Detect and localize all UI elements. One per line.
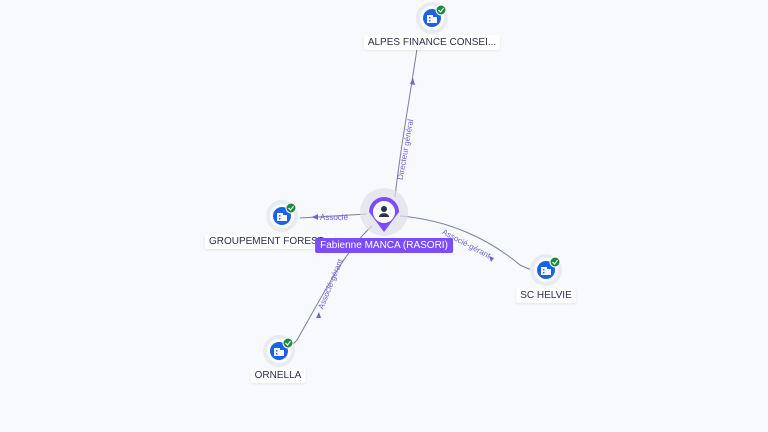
center-person-node[interactable] <box>360 188 408 236</box>
edge-label-associe-gerant-ornella: Associé-gérant <box>317 257 346 311</box>
company-label-groupement[interactable]: GROUPEMENT FOREST... <box>204 234 336 249</box>
verified-check-icon <box>435 4 447 16</box>
building-icon <box>541 267 551 275</box>
center-person-label[interactable]: Fabienne MANCA (RASORI) <box>315 238 453 253</box>
company-label-ornella[interactable]: ORNELLA <box>250 368 306 383</box>
building-icon <box>277 213 287 221</box>
person-icon <box>379 206 389 217</box>
verified-check-icon <box>282 337 294 349</box>
edge-label-associe: Associé <box>320 213 349 222</box>
edge-label-directeur-general: Directeur général <box>396 118 416 180</box>
company-node-alpes[interactable] <box>416 2 448 34</box>
building-icon <box>274 348 284 356</box>
edge-associe[interactable]: Associé <box>299 213 368 222</box>
company-node-sc-helvie[interactable] <box>530 254 562 286</box>
company-label-sc-helvie[interactable]: SC HELVIE <box>516 288 576 303</box>
company-node-ornella[interactable] <box>263 335 295 367</box>
company-node-groupement[interactable] <box>266 200 298 232</box>
verified-check-icon <box>549 256 561 268</box>
company-label-alpes[interactable]: ALPES FINANCE CONSEI... <box>363 35 501 50</box>
edge-directeur-general[interactable]: Directeur général <box>394 41 419 198</box>
building-icon <box>427 15 437 23</box>
verified-check-icon <box>285 202 297 214</box>
